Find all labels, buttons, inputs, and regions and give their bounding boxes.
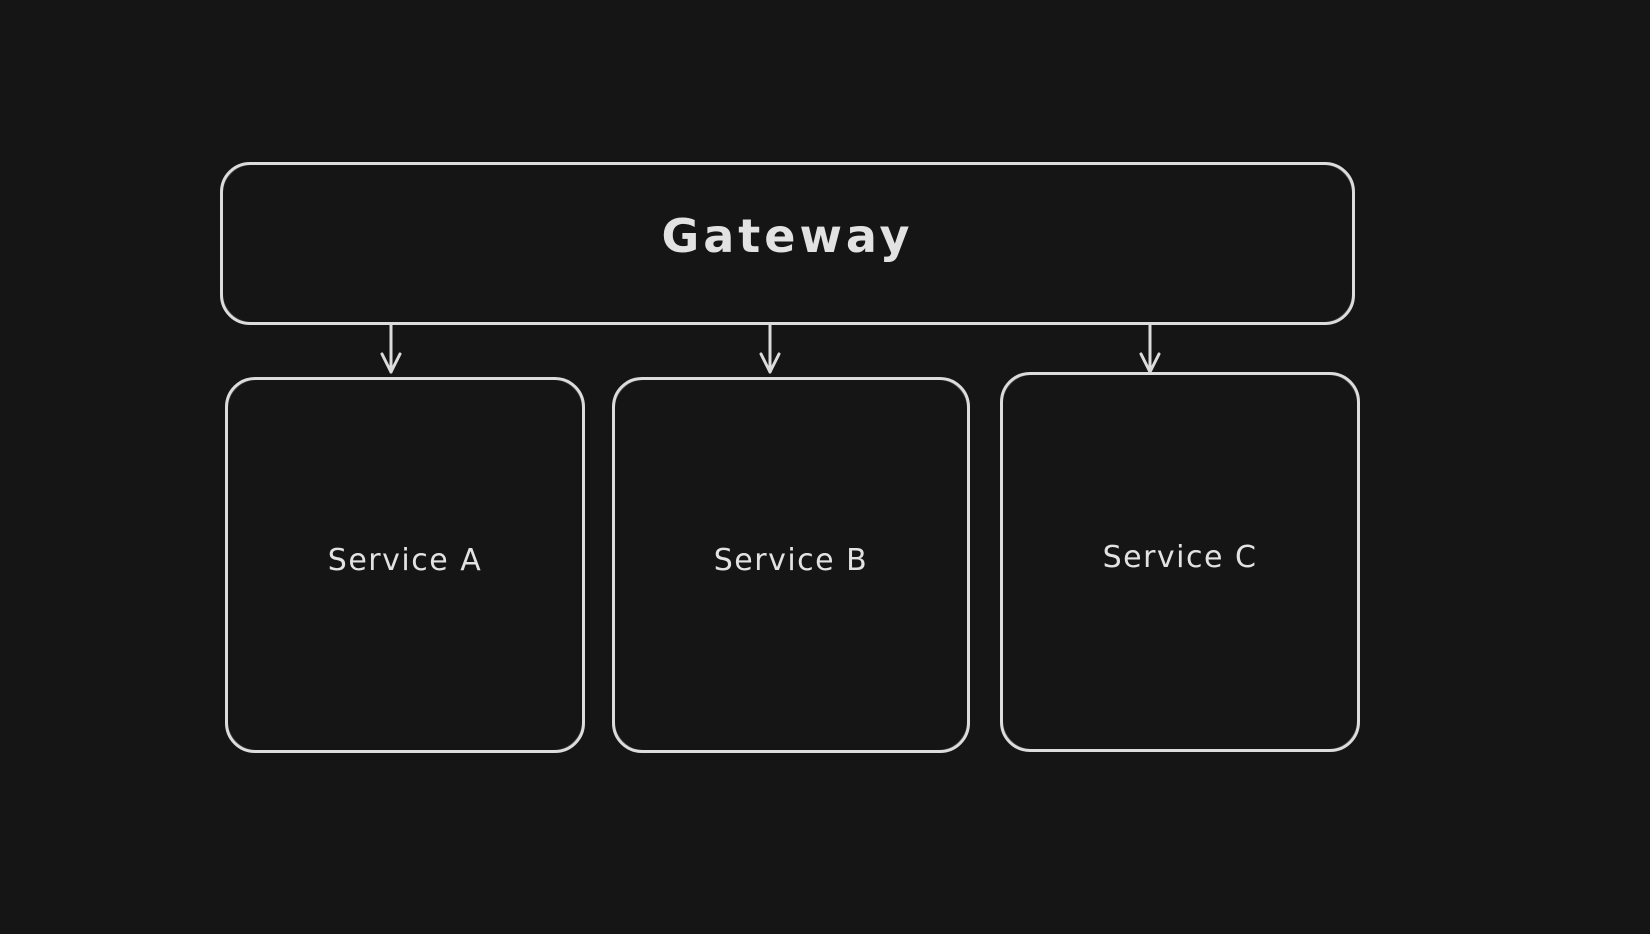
service-a-node-label: Service A: [327, 542, 483, 578]
arrow-down-icon: [380, 324, 402, 374]
connector-gateway-to-service-b[interactable]: [756, 324, 784, 376]
arrow-down-icon: [759, 324, 781, 374]
connector-gateway-to-service-c[interactable]: [1136, 324, 1164, 376]
service-c-node-label: Service C: [1102, 539, 1258, 575]
gateway-node[interactable]: Gateway: [220, 162, 1355, 325]
arrow-down-icon: [1139, 324, 1161, 374]
service-b-node-label: Service B: [713, 542, 869, 578]
gateway-node-label: Gateway: [661, 208, 914, 263]
service-c-node[interactable]: Service C: [1000, 372, 1360, 752]
service-b-node[interactable]: Service B: [612, 377, 970, 753]
service-a-node[interactable]: Service A: [225, 377, 585, 753]
connector-gateway-to-service-a[interactable]: [377, 324, 405, 376]
